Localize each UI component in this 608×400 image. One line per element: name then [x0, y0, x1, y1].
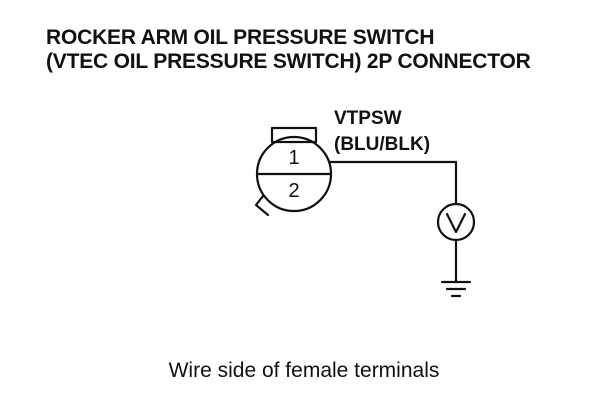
- title-line-1: ROCKER ARM OIL PRESSURE SWITCH: [46, 26, 435, 49]
- wire-vtpsw: [328, 160, 458, 206]
- connector-key: [254, 194, 270, 217]
- pin-2-label: 2: [288, 180, 299, 202]
- ground-icon: [440, 280, 472, 298]
- pin-1-label: 1: [288, 147, 299, 169]
- voltmeter-circle: [436, 202, 476, 242]
- title-line-2: (VTEC OIL PRESSURE SWITCH) 2P CONNECTOR: [46, 50, 531, 73]
- diagram-caption: Wire side of female terminals: [168, 359, 440, 382]
- diagram-title: ROCKER ARM OIL PRESSURE SWITCH (VTEC OIL…: [46, 26, 531, 74]
- voltmeter-icon: [436, 202, 476, 242]
- connector-2p-icon: [254, 126, 333, 217]
- wire-name-label: VTPSW: [334, 108, 402, 129]
- wire-color-label: (BLU/BLK): [334, 134, 430, 155]
- voltmeter-symbol: [445, 212, 467, 234]
- connector-latch: [270, 126, 318, 144]
